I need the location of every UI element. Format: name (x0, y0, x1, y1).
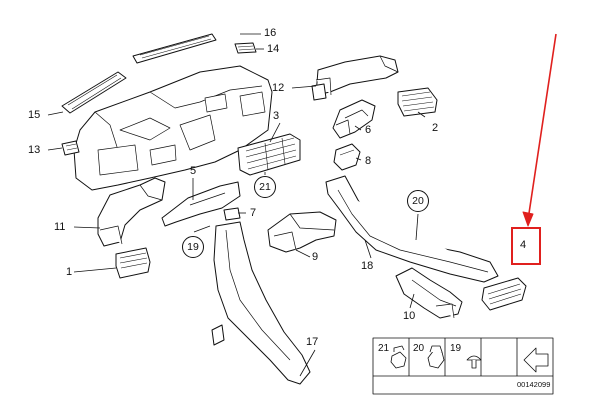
callout-7: 7 (250, 207, 257, 219)
part-14-small-grille (234, 42, 257, 54)
legend-box (372, 337, 554, 395)
callout-13: 13 (28, 144, 41, 156)
part-13-clip (61, 140, 80, 156)
circled-callout-21: 21 (254, 176, 276, 198)
dashboard-panel (73, 65, 273, 191)
part-1-left-vent (115, 247, 151, 279)
legend-label-21: 21 (378, 343, 390, 354)
callout-6: 6 (365, 124, 372, 136)
part-2-side-vent (397, 87, 438, 117)
part-5-center-duct (161, 181, 241, 227)
part-16-defroster-grille (132, 33, 217, 64)
circled-callout-19: 19 (182, 236, 204, 258)
callout-15: 15 (28, 109, 41, 121)
part-11-left-duct (97, 177, 166, 247)
callout-1: 1 (66, 266, 73, 278)
callout-9: 9 (312, 251, 319, 263)
legend-label-19: 19 (450, 343, 462, 354)
callout-14: 14 (267, 43, 280, 55)
circled-callout-20: 20 (407, 190, 429, 212)
leader-lines (47, 33, 426, 377)
callout-5: 5 (190, 165, 197, 177)
callout-10: 10 (403, 310, 416, 322)
callout-11: 11 (54, 221, 66, 233)
part-3-center-vent (237, 133, 301, 176)
callout-4: 4 (520, 239, 527, 251)
callout-2: 2 (432, 122, 439, 134)
part-4-highlight-box: 4 (511, 227, 541, 265)
part-10-rear-duct (395, 267, 463, 319)
part-4-rear-grille (481, 277, 527, 311)
part-15-side-defroster (61, 71, 127, 114)
callout-18: 18 (361, 260, 374, 272)
part-7-clip (223, 207, 241, 221)
legend-label-20: 20 (413, 343, 425, 354)
part-17-floor-duct (211, 221, 311, 385)
callout-8: 8 (365, 155, 372, 167)
part-6-angled-duct (332, 99, 376, 139)
part-8-small-duct (333, 143, 361, 171)
callout-16: 16 (264, 27, 277, 39)
callout-3: 3 (273, 110, 280, 122)
part-9-rear-duct (267, 211, 337, 253)
catalog-number: 00142099 (517, 380, 551, 389)
part-12-upper-duct (311, 55, 399, 101)
part-18-long-duct (325, 175, 499, 283)
callout-12: 12 (272, 82, 285, 94)
callout-17: 17 (306, 336, 319, 348)
highlight-arrow (522, 33, 557, 227)
